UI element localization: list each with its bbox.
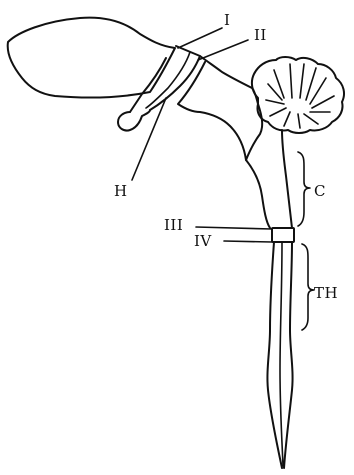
label-II: II [254,26,267,44]
leader-IV [224,241,272,242]
tube-left-wall [246,160,270,228]
label-C: C [314,182,326,200]
gland-lobe-lines [266,64,334,128]
bracket-TH [302,244,314,330]
label-TH: TH [314,284,338,302]
left-sac-outline [8,18,175,98]
bracket-C [298,152,310,226]
segment-box [272,228,294,242]
small-bulb [118,110,150,131]
lower-tube-inner [280,242,283,466]
coiled-gland [252,57,344,133]
label-I: I [224,11,230,29]
label-III: III [164,216,183,234]
leader-II [198,40,248,60]
label-H: H [114,182,128,200]
label-IV: IV [194,232,212,250]
leader-III [196,227,272,229]
tube-right-wall [282,130,292,228]
lower-tube-right [284,242,293,468]
leader-I [178,28,222,48]
